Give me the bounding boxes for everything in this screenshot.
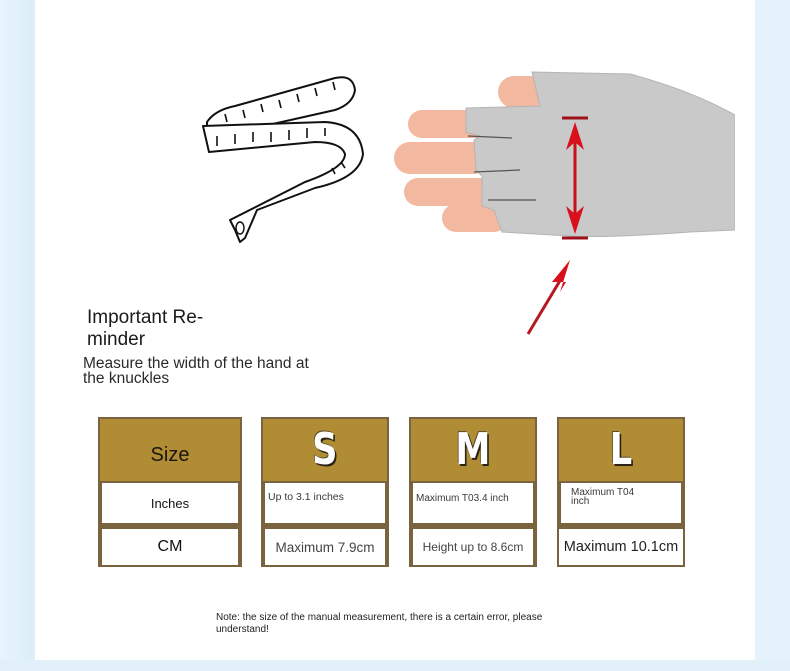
size-header-cell: Size <box>100 419 240 481</box>
reminder-title: Important Re- minder <box>87 307 227 351</box>
measurement-note: Note: the size of the manual measurement… <box>216 612 596 636</box>
size-s-cm: Maximum 7.9cm <box>275 539 375 555</box>
size-l-letter: L <box>609 424 633 475</box>
size-s-header: S <box>263 419 387 481</box>
cm-label: CM <box>157 538 183 555</box>
inches-label-cell: Inches <box>102 483 238 523</box>
inches-label: Inches <box>150 495 190 511</box>
reminder-text: Measure the width of the hand at the knu… <box>83 355 353 387</box>
size-column-s: S Up to 3.1 inches Maximum 7.9cm <box>261 417 389 567</box>
note-line2: understand! <box>216 624 269 635</box>
size-s-inches-cell: Up to 3.1 inches <box>265 483 385 523</box>
size-s-letter: S <box>312 424 338 475</box>
size-l-inches-cell: Maximum T04 inch <box>561 483 681 523</box>
size-s-cm-cell: Maximum 7.9cm <box>265 529 385 565</box>
reminder-text-line2: the knuckles <box>83 370 170 387</box>
size-l-cm-cell: Maximum 10.1cm <box>559 529 683 565</box>
size-m-inches-cell: Maximum T03.4 inch <box>413 483 533 523</box>
size-column-l: L Maximum T04 inch Maximum 10.1cm <box>557 417 685 567</box>
size-l-inches-line2: inch <box>571 496 590 507</box>
measurement-arrow-icon <box>562 116 588 240</box>
reminder-title-line1: Important Re- <box>87 307 204 328</box>
size-label-column: Size Inches CM <box>98 417 242 567</box>
size-l-cm: Maximum 10.1cm <box>563 539 679 555</box>
size-header-label: Size <box>150 443 190 466</box>
size-m-letter: M <box>455 424 491 475</box>
size-l-inches-line1: Maximum T04 <box>571 487 635 498</box>
gloved-hand-image <box>394 71 735 335</box>
note-line1: Note: the size of the manual measurement… <box>216 612 543 623</box>
size-l-header: L <box>559 419 683 481</box>
cm-label-cell: CM <box>102 529 238 565</box>
pointer-arrow-icon <box>526 260 570 335</box>
bottom-strip <box>0 660 790 671</box>
size-s-inches: Up to 3.1 inches <box>268 491 344 503</box>
reminder-title-line2: minder <box>87 329 146 350</box>
measuring-tape-icon <box>202 76 364 243</box>
size-m-cm-cell: Height up to 8.6cm <box>413 529 533 565</box>
size-m-inches: Maximum T03.4 inch <box>416 493 509 504</box>
reminder-text-line1: Measure the width of the hand at <box>83 355 309 372</box>
size-m-header: M <box>411 419 535 481</box>
size-m-cm: Height up to 8.6cm <box>422 540 524 554</box>
size-column-m: M Maximum T03.4 inch Height up to 8.6cm <box>409 417 537 567</box>
